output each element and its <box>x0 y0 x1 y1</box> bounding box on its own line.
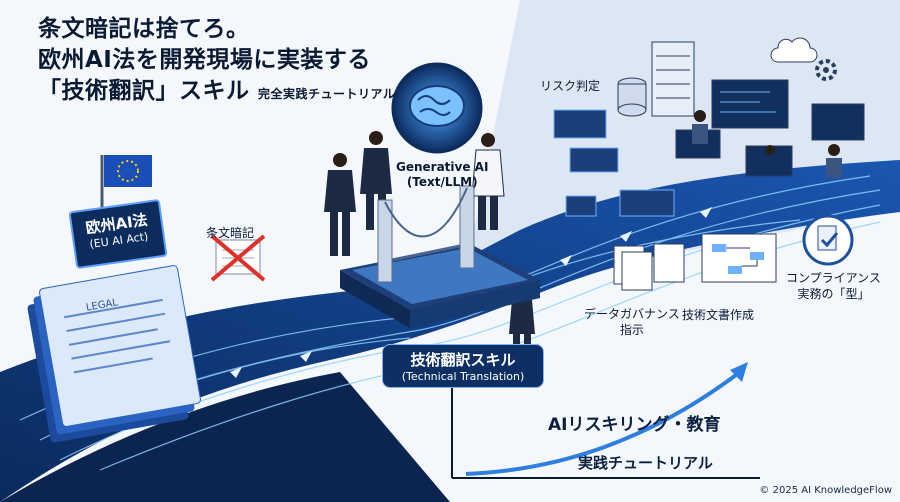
crossed-document-icon <box>210 234 266 282</box>
flow-arrows <box>230 207 712 378</box>
llm-label-line1: Generative AI <box>396 160 489 174</box>
data-governance-line2: 指示 <box>619 323 644 337</box>
title-line-2: 欧州AI法を開発現場に実装する <box>38 47 371 73</box>
memorization-label: 条文暗記 <box>206 226 255 240</box>
gear-icon <box>815 59 837 81</box>
llm-label: Generative AI (Text/LLM) <box>396 160 488 190</box>
brain-icon <box>391 62 483 154</box>
llm-label-line2: (Text/LLM) <box>406 175 478 189</box>
document-stack-icon <box>613 243 685 291</box>
server-rack-icon <box>651 41 695 117</box>
copyright-text: © 2025 AI KnowledgeFlow <box>759 485 892 496</box>
developer-monitors-icon <box>675 79 865 178</box>
title-line-1: 条文暗記は捨てろ。 <box>38 16 250 42</box>
database-icon <box>617 77 647 117</box>
technical-doc-label: 技術文書作成 <box>682 308 755 322</box>
compliance-line2: 実務の「型」 <box>797 287 870 301</box>
data-governance-label: データガバナンス 指示 <box>584 306 680 338</box>
data-governance-line1: データガバナンス <box>584 307 680 321</box>
technical-translation-badge: 技術翻訳スキル (Technical Translation) <box>382 344 544 388</box>
compliance-check-icon <box>802 214 854 266</box>
growth-arrow-icon <box>451 362 760 479</box>
code-panels-icon <box>553 109 675 217</box>
tutorial-label: 実践チュートリアル <box>578 454 713 472</box>
title-line-3: 「技術翻訳」スキル 完全実践チュートリアル <box>38 76 395 110</box>
compliance-line1: コンプライアンス <box>786 271 881 285</box>
cloud-icon <box>770 37 818 63</box>
flowchart-icon <box>701 233 777 283</box>
risk-label: リスク判定 <box>540 79 601 93</box>
title-skill: 「技術翻訳」スキル <box>38 78 250 104</box>
technical-translation-title: 技術翻訳スキル <box>410 351 516 369</box>
reskilling-label: AIリスキリング・教育 <box>548 415 721 435</box>
bridge-platform-icon <box>340 185 540 328</box>
title-subtitle: 完全実践チュートリアル <box>258 87 396 101</box>
legal-documents-icon <box>27 265 201 443</box>
compliance-label: コンプライアンス 実務の「型」 <box>786 270 881 302</box>
technical-translation-subtitle: (Technical Translation) <box>401 370 525 383</box>
